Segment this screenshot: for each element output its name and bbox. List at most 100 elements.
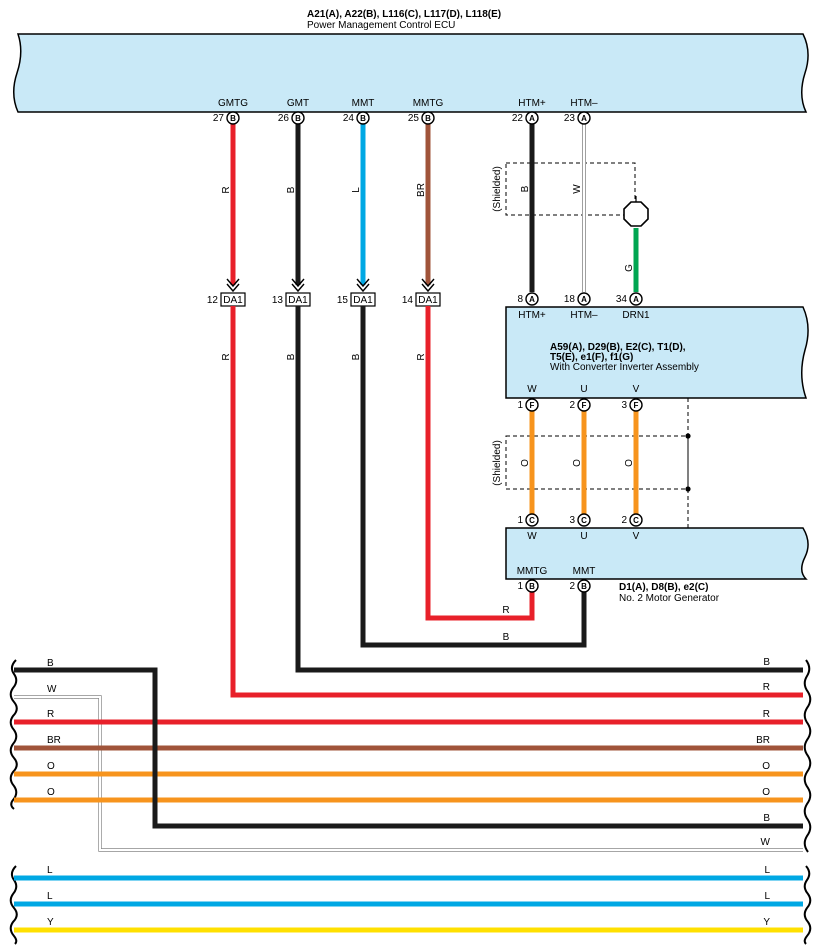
- da1-pin-number: 13: [272, 295, 284, 306]
- pin-connector-letter: B: [581, 582, 587, 591]
- ecu-pin-number: 27: [213, 113, 225, 124]
- motor-pin-name: MMT: [573, 566, 596, 577]
- ecu-pin-number: 22: [512, 113, 524, 124]
- pin-connector-letter: C: [633, 516, 639, 525]
- harness-right-label: O: [762, 787, 770, 798]
- wire-color-label: B: [286, 186, 297, 193]
- pin-circle: [577, 513, 591, 527]
- shield-upper-label: (Shielded): [492, 166, 503, 212]
- pin-circle: [226, 111, 240, 125]
- ecu-pin-name: MMT: [352, 98, 375, 109]
- inverter-title: A59(A), D29(B), E2(C), T1(D),: [550, 342, 686, 353]
- pin-connectors: B B B B A A A A A F F F C C C B B: [226, 111, 643, 593]
- route-b-harness: [295, 306, 803, 673]
- shield-node: [685, 433, 691, 439]
- motor-pin-number: 1: [517, 515, 523, 526]
- inverter-pin-name: DRN1: [622, 310, 650, 321]
- wire-color-label: R: [416, 353, 427, 360]
- pin-circle: [577, 292, 591, 306]
- pin-circle: [577, 398, 591, 412]
- route-b-motor: [360, 306, 587, 648]
- wire-color-label: G: [624, 264, 635, 272]
- pin-connector-letter: A: [529, 114, 535, 123]
- pin-connector-letter: F: [634, 401, 639, 410]
- inverter-block: HTM+ HTM– DRN1 A59(A), D29(B), E2(C), T1…: [505, 294, 809, 411]
- wire-color-label: R: [221, 186, 232, 193]
- harness-right-label: O: [762, 761, 770, 772]
- wire-color-label: L: [351, 187, 362, 193]
- chevron-icon: [356, 278, 370, 293]
- wire-color-label: O: [624, 459, 635, 467]
- pin-connector-letter: F: [582, 401, 587, 410]
- harness-right-label: W: [761, 837, 771, 848]
- ecu-subtitle: Power Management Control ECU: [307, 20, 455, 31]
- wire-color-label: B: [351, 353, 362, 360]
- inverter-pin-name: HTM+: [518, 310, 546, 321]
- route-r-motor: [425, 306, 535, 621]
- pin-connector-letter: A: [581, 114, 587, 123]
- wire-color-label: R: [221, 353, 232, 360]
- shield-node: [685, 486, 691, 492]
- harness-right-label: B: [763, 813, 770, 824]
- da1-pin-number: 15: [337, 295, 349, 306]
- ecu-pin-labels: GMTG GMT MMT MMTG HTM+ HTM– 27 26 24 25 …: [213, 98, 598, 124]
- da1-pin-number: 12: [207, 295, 219, 306]
- pin-connector-letter: B: [230, 114, 236, 123]
- inverter-pin-number: 18: [564, 294, 576, 305]
- pin-connector-letter: B: [295, 114, 301, 123]
- da1-label: DA1: [418, 295, 438, 306]
- ecu-title: A21(A), A22(B), L116(C), L117(D), L118(E…: [307, 9, 501, 20]
- pin-circle: [525, 292, 539, 306]
- chevron-icon: [226, 278, 240, 293]
- pin-connector-letter: C: [581, 516, 587, 525]
- route-label: R: [502, 605, 509, 616]
- pin-connector-letter: B: [425, 114, 431, 123]
- upper-wires: R B L BR: [221, 124, 431, 285]
- ecu-pin-name: HTM–: [570, 98, 598, 109]
- harness-left-label: BR: [47, 735, 61, 746]
- harness-right-label: R: [763, 682, 770, 693]
- lower-route-labels: R B B R R B: [221, 353, 510, 643]
- motor-block: W U V MMTG MMT D1(A), D8(B), e2(C) No. 2…: [505, 515, 809, 604]
- ecu-pin-name: GMT: [287, 98, 309, 109]
- motor-subtitle: No. 2 Motor Generator: [619, 593, 720, 604]
- ground-octagon-icon: [623, 201, 649, 227]
- pin-connector-letter: B: [529, 582, 535, 591]
- route-r-harness: [230, 306, 803, 698]
- ecu-pin-name: MMTG: [413, 98, 444, 109]
- inverter-pin-number: 8: [517, 294, 523, 305]
- chevron-icon: [421, 278, 435, 293]
- harness-bracket-right: [803, 659, 812, 853]
- harness-left-label: O: [47, 787, 55, 798]
- harness-left-label: L: [47, 891, 53, 902]
- ecu-pin-number: 25: [408, 113, 420, 124]
- inverter-pin-number: 3: [621, 400, 627, 411]
- pin-connector-letter: F: [530, 401, 535, 410]
- inverter-pin-number: 1: [517, 400, 523, 411]
- harness-left-label: W: [47, 684, 57, 695]
- ecu-pin-number: 23: [564, 113, 576, 124]
- harness-right-label: R: [763, 709, 770, 720]
- da1-label: DA1: [223, 295, 243, 306]
- ecu-pin-name: GMTG: [218, 98, 248, 109]
- pin-circle: [577, 111, 591, 125]
- harness-left-label: R: [47, 709, 54, 720]
- pin-circle: [525, 398, 539, 412]
- ecu-pin-name: HTM+: [518, 98, 546, 109]
- inverter-pin-name: HTM–: [570, 310, 598, 321]
- pin-circle: [421, 111, 435, 125]
- pin-connector-letter: C: [529, 516, 535, 525]
- pin-circle: [356, 111, 370, 125]
- wire-color-label: O: [572, 459, 583, 467]
- motor-pin-name: U: [580, 531, 587, 542]
- motor-pin-number: 2: [621, 515, 627, 526]
- harness-right-label: L: [764, 865, 770, 876]
- wire-color-label: B: [286, 353, 297, 360]
- da1-label: DA1: [288, 295, 308, 306]
- da1-pin-number: 14: [402, 295, 414, 306]
- pin-circle: [577, 579, 591, 593]
- motor-pin-number: 2: [569, 581, 575, 592]
- harness-left-label: B: [47, 658, 54, 669]
- pin-connector-letter: B: [360, 114, 366, 123]
